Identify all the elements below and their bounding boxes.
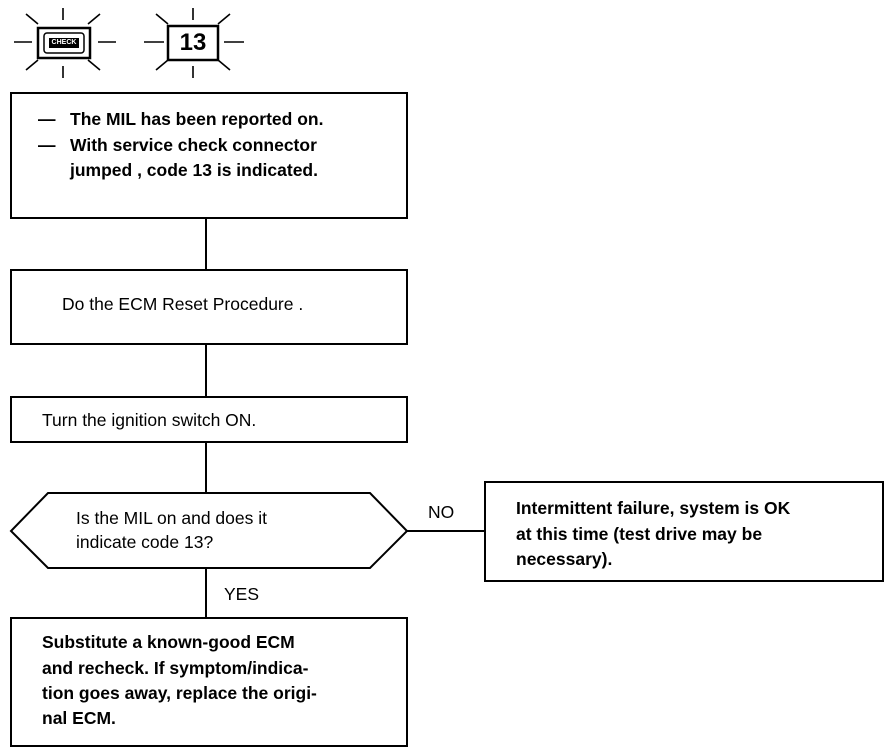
step-2-box: Do the ECM Reset Procedure . xyxy=(10,269,408,345)
code-13-indicator: 13 xyxy=(138,6,250,78)
connector-decision-no xyxy=(407,530,485,532)
mil-flash-rays-icon xyxy=(14,8,116,78)
step-2-text: Do the ECM Reset Procedure . xyxy=(62,294,304,314)
step-1-line-3: jumped , code 13 is indicated. xyxy=(70,160,318,180)
yes-result-line-1: Substitute a known-good ECM xyxy=(42,632,295,652)
no-result-line-1: Intermittent failure, system is OK xyxy=(516,498,791,518)
no-label: NO xyxy=(428,502,455,522)
yes-label: YES xyxy=(224,584,260,604)
step-1-line-2: With service check connector xyxy=(70,135,317,155)
no-result-line-2: at this time (test drive may be xyxy=(516,524,763,544)
no-result-box: Intermittent failure, system is OK at th… xyxy=(484,481,884,582)
decision-line-2: indicate code 13? xyxy=(76,532,214,552)
code-flash-rays-icon xyxy=(144,8,244,78)
connector-2-3 xyxy=(205,344,207,396)
connector-decision-yes xyxy=(205,568,207,618)
yes-result-line-3: tion goes away, replace the origi- xyxy=(42,683,317,703)
step-1-dash-1: — xyxy=(38,109,56,129)
connector-3-decision xyxy=(205,442,207,494)
step-1-line-1: The MIL has been reported on. xyxy=(70,109,324,129)
yes-result-line-2: and recheck. If symptom/indica- xyxy=(42,658,309,678)
decision-line-1: Is the MIL on and does it xyxy=(76,508,267,528)
step-1-dash-2: — xyxy=(38,135,56,155)
connector-1-2 xyxy=(205,218,207,270)
step-3-box: Turn the ignition switch ON. xyxy=(10,396,408,443)
mil-lamp-text: CHECK xyxy=(51,39,77,46)
yes-result-line-4: nal ECM. xyxy=(42,708,116,728)
mil-indicator: CHECK xyxy=(8,6,120,78)
code-badge: 13 xyxy=(179,29,207,56)
step-3-text: Turn the ignition switch ON. xyxy=(42,410,257,430)
yes-result-box: Substitute a known-good ECM and recheck.… xyxy=(10,617,408,747)
step-1-box: — The MIL has been reported on. — With s… xyxy=(10,92,408,219)
no-result-line-3: necessary). xyxy=(516,549,613,569)
